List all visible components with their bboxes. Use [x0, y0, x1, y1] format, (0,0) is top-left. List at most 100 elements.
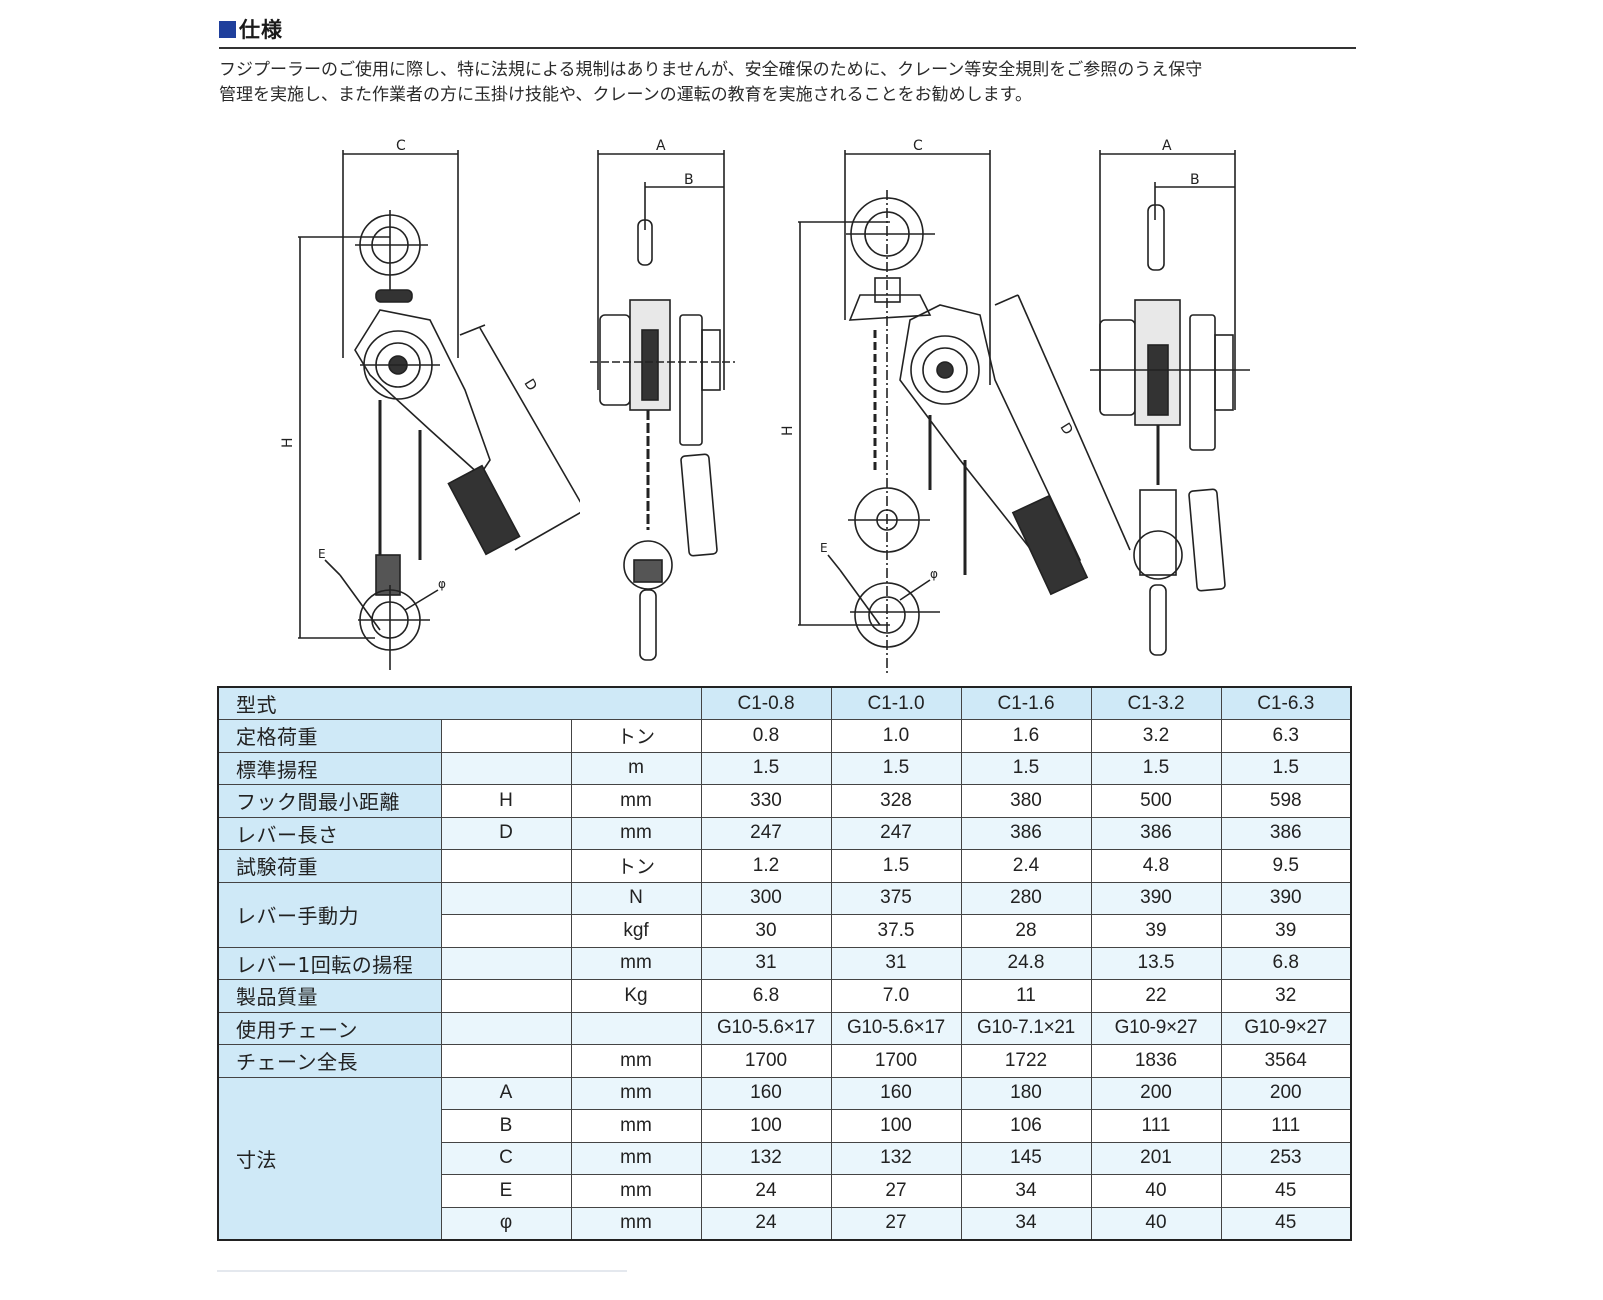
cell-value: 386 — [960, 816, 1092, 850]
cell-value: 200 — [1220, 1076, 1352, 1110]
cell-value: 30 — [700, 914, 832, 948]
cell-value: 200 — [1090, 1076, 1222, 1110]
row-unit: mm — [570, 784, 702, 818]
row-label: チェーン全長 — [217, 1044, 442, 1078]
model-header: C1-3.2 — [1090, 686, 1222, 720]
cell-value: 100 — [830, 1109, 962, 1143]
cell-value: G10-5.6×17 — [700, 1011, 832, 1045]
row-symbol — [440, 914, 572, 948]
dim-label-e-2: E — [820, 541, 828, 555]
row-label: レバー長さ — [217, 816, 442, 850]
table-row: フック間最小距離 H mm 330 328 380 500 598 — [217, 784, 1352, 818]
section-heading: 仕様 — [219, 14, 283, 44]
header-label: 型式 — [217, 686, 702, 720]
row-unit: mm — [570, 816, 702, 850]
cell-value: 380 — [960, 784, 1092, 818]
heading-marker-icon — [219, 20, 236, 38]
dim-label-a-2: A — [1162, 138, 1172, 154]
row-unit: mm — [570, 1141, 702, 1175]
dim-label-c-2: C — [913, 138, 923, 154]
cell-value: 160 — [830, 1076, 962, 1110]
dim-label-c: C — [396, 138, 406, 154]
row-label: 寸法 — [217, 1076, 442, 1240]
row-symbol — [440, 1011, 572, 1045]
intro-line-2: 管理を実施し、また作業者の方に玉掛け技能や、クレーンの運転の教育を実施されること… — [219, 85, 1032, 105]
table-row: 使用チェーン G10-5.6×17 G10-5.6×17 G10-7.1×21 … — [217, 1011, 1352, 1045]
cell-value: 386 — [1090, 816, 1222, 850]
cell-value: 7.0 — [830, 979, 962, 1013]
row-unit: トン — [570, 849, 702, 883]
model-header: C1-0.8 — [700, 686, 832, 720]
model-header: C1-1.6 — [960, 686, 1092, 720]
row-symbol: φ — [440, 1206, 572, 1240]
cell-value: 11 — [960, 979, 1092, 1013]
cell-value: 6.8 — [1220, 946, 1352, 980]
cell-value: 390 — [1220, 881, 1352, 915]
cell-value: 3.2 — [1090, 719, 1222, 753]
row-symbol: D — [440, 816, 572, 850]
dim-label-b-2: B — [1190, 172, 1200, 188]
row-label: 使用チェーン — [217, 1011, 442, 1045]
row-label: 試験荷重 — [217, 849, 442, 883]
cell-value: 1.0 — [830, 719, 962, 753]
cell-value: 180 — [960, 1076, 1092, 1110]
cell-value: 1722 — [960, 1044, 1092, 1078]
cell-value: 27 — [830, 1206, 962, 1240]
cell-value: 247 — [700, 816, 832, 850]
cell-value: 40 — [1090, 1174, 1222, 1208]
row-unit: トン — [570, 719, 702, 753]
table-row: 寸法 A mm 160 160 180 200 200 — [217, 1076, 1352, 1240]
row-symbol: E — [440, 1174, 572, 1208]
table-row: 定格荷重 トン 0.8 1.0 1.6 3.2 6.3 — [217, 719, 1352, 753]
table-row: レバー1回転の揚程 mm 31 31 24.8 13.5 6.8 — [217, 946, 1352, 980]
cell-value: 37.5 — [830, 914, 962, 948]
cell-value: 1700 — [700, 1044, 832, 1078]
table-row: 標準揚程 m 1.5 1.5 1.5 1.5 1.5 — [217, 751, 1352, 785]
heading-divider — [219, 47, 1356, 49]
cell-value: 40 — [1090, 1206, 1222, 1240]
side-view-large-diagram: C H D E φ — [780, 138, 1131, 675]
cell-value: G10-5.6×17 — [830, 1011, 962, 1045]
cell-value: G10-7.1×21 — [960, 1011, 1092, 1045]
cell-value: 145 — [960, 1141, 1092, 1175]
row-unit: kgf — [570, 914, 702, 948]
intro-paragraph: フジプーラーのご使用に際し、特に法規による規制はありませんが、安全確保のために、… — [219, 58, 1359, 108]
cell-value: 6.3 — [1220, 719, 1352, 753]
side-view-small-diagram: C H D E φ — [280, 138, 580, 670]
cell-value: 386 — [1220, 816, 1352, 850]
cell-value: 201 — [1090, 1141, 1222, 1175]
row-unit: mm — [570, 1174, 702, 1208]
table-row: チェーン全長 mm 1700 1700 1722 1836 3564 — [217, 1044, 1352, 1078]
cell-value: 4.8 — [1090, 849, 1222, 883]
row-unit: Kg — [570, 979, 702, 1013]
cell-value: 500 — [1090, 784, 1222, 818]
row-label: 定格荷重 — [217, 719, 442, 753]
row-unit: mm — [570, 1109, 702, 1143]
row-symbol: H — [440, 784, 572, 818]
cell-value: 45 — [1220, 1206, 1352, 1240]
table-row: kgf 30 37.5 28 39 39 — [218, 914, 1352, 948]
cell-value: 280 — [960, 881, 1092, 915]
row-symbol — [440, 881, 572, 915]
row-unit: N — [570, 881, 702, 915]
cell-value: 160 — [700, 1076, 832, 1110]
cell-value: 31 — [700, 946, 832, 980]
row-label: 標準揚程 — [217, 751, 442, 785]
cell-value: 111 — [1220, 1109, 1352, 1143]
cell-value: 24.8 — [960, 946, 1092, 980]
row-label: レバー手動力 — [217, 881, 442, 948]
cell-value: 24 — [700, 1174, 832, 1208]
cell-value: 1.5 — [830, 849, 962, 883]
table-row: レバー長さ D mm 247 247 386 386 386 — [217, 816, 1352, 850]
dim-label-h: H — [280, 437, 296, 448]
row-symbol — [440, 1044, 572, 1078]
cell-value: 247 — [830, 816, 962, 850]
row-unit: mm — [570, 1076, 702, 1110]
dim-label-d: D — [520, 376, 539, 394]
row-symbol — [440, 946, 572, 980]
cell-value: 0.8 — [700, 719, 832, 753]
cell-value: 1.5 — [830, 751, 962, 785]
cell-value: 1700 — [830, 1044, 962, 1078]
cell-value: 1.5 — [960, 751, 1092, 785]
intro-line-1: フジプーラーのご使用に際し、特に法規による規制はありませんが、安全確保のために、… — [219, 60, 1203, 80]
